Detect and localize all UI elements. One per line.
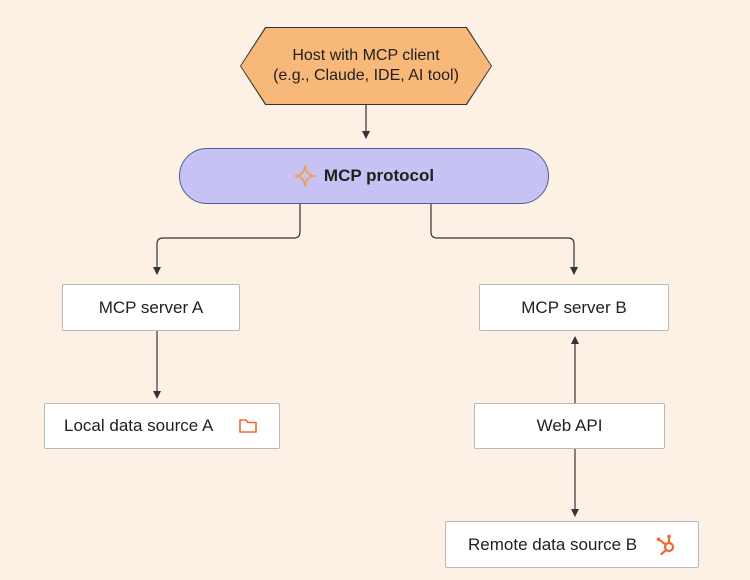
server-b-label: MCP server B (521, 297, 627, 317)
connector-protocol-server-a (153, 204, 301, 275)
sparkle-icon (294, 165, 316, 187)
host-subtitle: (e.g., Claude, IDE, AI tool) (273, 67, 459, 84)
local-source-label: Local data source A (64, 416, 214, 435)
host-node: Host with MCP client (e.g., Claude, IDE,… (240, 27, 492, 105)
folder-icon (239, 419, 257, 433)
host-title: Host with MCP client (292, 47, 440, 64)
protocol-label: MCP protocol (323, 166, 435, 185)
mcp-protocol-node: MCP protocol (179, 148, 549, 204)
server-b-node: MCP server B (479, 284, 669, 331)
local-data-source-node: Local data source A (44, 403, 280, 449)
remote-data-source-node: Remote data source B (445, 521, 699, 568)
web-api-node: Web API (474, 403, 665, 449)
hubspot-sprocket-icon (656, 534, 675, 556)
server-a-node: MCP server A (62, 284, 240, 331)
remote-source-label: Remote data source B (468, 534, 638, 554)
connector-protocol-server-b (430, 204, 578, 275)
server-a-label: MCP server A (98, 297, 204, 317)
web-api-label: Web API (536, 416, 603, 435)
